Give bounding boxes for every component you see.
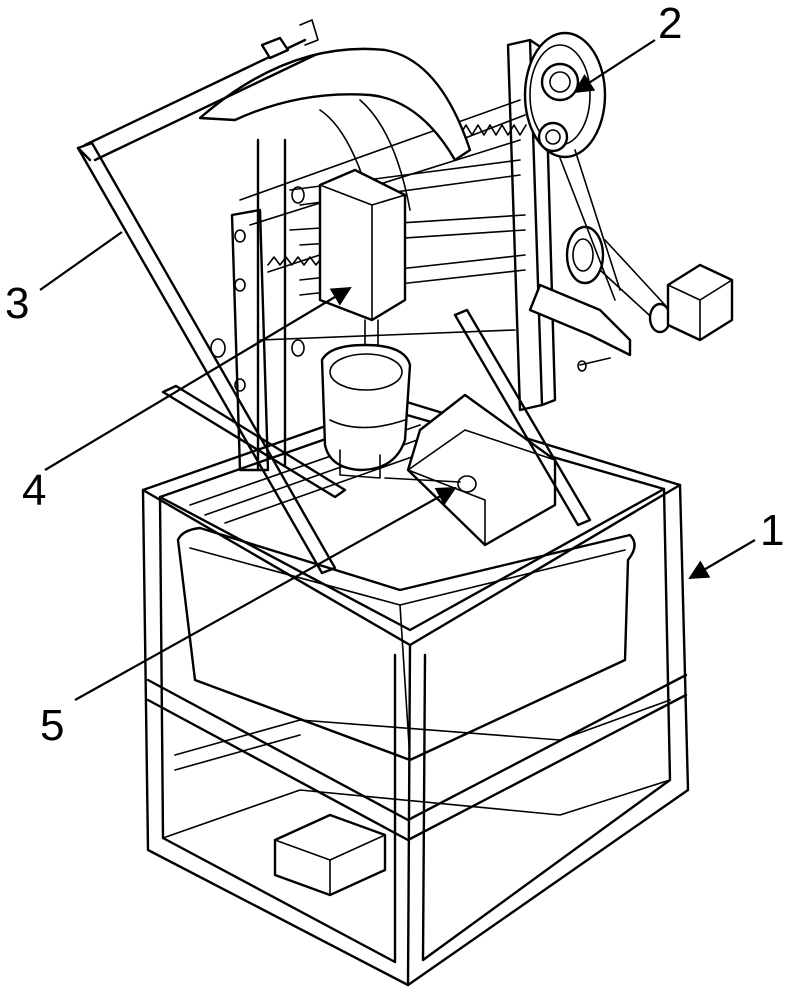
gear-pulley-system bbox=[523, 31, 734, 372]
leader-line-2 bbox=[573, 39, 656, 94]
callout-3: 3 bbox=[5, 279, 29, 328]
cup-holder bbox=[320, 343, 412, 479]
callout-4: 4 bbox=[22, 466, 46, 515]
tray-bracket bbox=[384, 393, 557, 547]
callout-1: 1 bbox=[760, 506, 784, 555]
leader-line-3 bbox=[39, 231, 123, 291]
pump-box bbox=[273, 813, 387, 897]
leader-line-5 bbox=[74, 487, 457, 701]
slider-column bbox=[318, 168, 407, 346]
water-tank bbox=[176, 526, 636, 762]
callout-2: 2 bbox=[658, 0, 682, 48]
leader-line-4 bbox=[44, 286, 352, 471]
callout-5: 5 bbox=[40, 701, 64, 750]
top-bar bbox=[83, 19, 319, 162]
support-posts bbox=[230, 38, 557, 472]
leader-line-1 bbox=[688, 539, 756, 579]
base-frame bbox=[141, 398, 690, 987]
leader-lines bbox=[39, 39, 756, 701]
